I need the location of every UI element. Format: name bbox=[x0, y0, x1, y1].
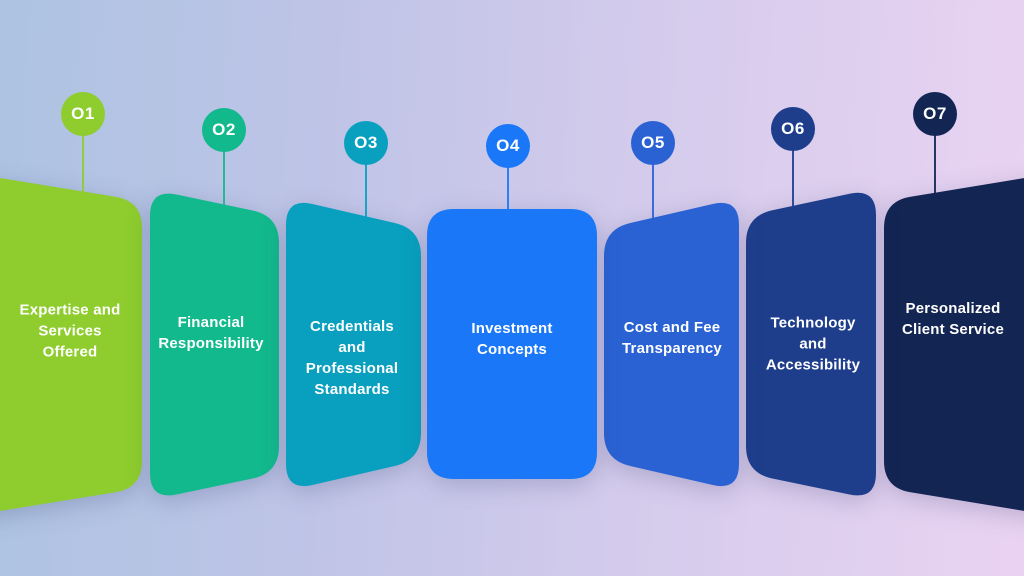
step-badge-2: O2 bbox=[202, 108, 246, 152]
step-badge-label: O7 bbox=[923, 104, 947, 123]
step-badge-3: O3 bbox=[344, 121, 388, 165]
step-badge-label: O6 bbox=[781, 119, 805, 138]
connector-line-2 bbox=[223, 130, 225, 205]
step-badge-4: O4 bbox=[486, 124, 530, 168]
connector-line-4 bbox=[507, 146, 509, 209]
panel-label-7: Personalized Client Service bbox=[901, 300, 1004, 338]
panel-label-4: Investment Concepts bbox=[471, 320, 553, 358]
panel-label-2: Financial Responsibility bbox=[158, 314, 264, 352]
panel-label-6: Technology and Accessibility bbox=[765, 314, 861, 374]
step-badge-1: O1 bbox=[61, 92, 105, 136]
step-badge-label: O5 bbox=[641, 133, 665, 152]
panel-shape-1 bbox=[0, 178, 142, 511]
connector-line-5 bbox=[652, 143, 654, 218]
panel-label-1: Expertise and Services Offered bbox=[19, 301, 121, 361]
panel-label-5: Cost and Fee Transparency bbox=[622, 319, 722, 357]
step-badge-label: O2 bbox=[212, 120, 236, 139]
panel-shape-4 bbox=[427, 209, 597, 479]
panel-shape-5 bbox=[604, 202, 739, 487]
step-badge-5: O5 bbox=[631, 121, 675, 165]
connector-line-1 bbox=[82, 114, 84, 192]
panel-label-3: Credentials and Professional Standards bbox=[305, 318, 399, 398]
panel-shape-2 bbox=[150, 193, 279, 496]
panel-shape-7 bbox=[884, 178, 1024, 511]
connector-line-7 bbox=[934, 114, 936, 193]
step-badge-7: O7 bbox=[913, 92, 957, 136]
panel-shape-6 bbox=[746, 192, 876, 496]
step-badge-label: O1 bbox=[71, 104, 95, 123]
step-badge-label: O3 bbox=[354, 133, 378, 152]
step-badge-label: O4 bbox=[496, 136, 520, 155]
step-badge-6: O6 bbox=[771, 107, 815, 151]
connector-line-6 bbox=[792, 129, 794, 206]
connector-line-3 bbox=[365, 143, 367, 217]
panel-shape-3 bbox=[286, 202, 421, 487]
